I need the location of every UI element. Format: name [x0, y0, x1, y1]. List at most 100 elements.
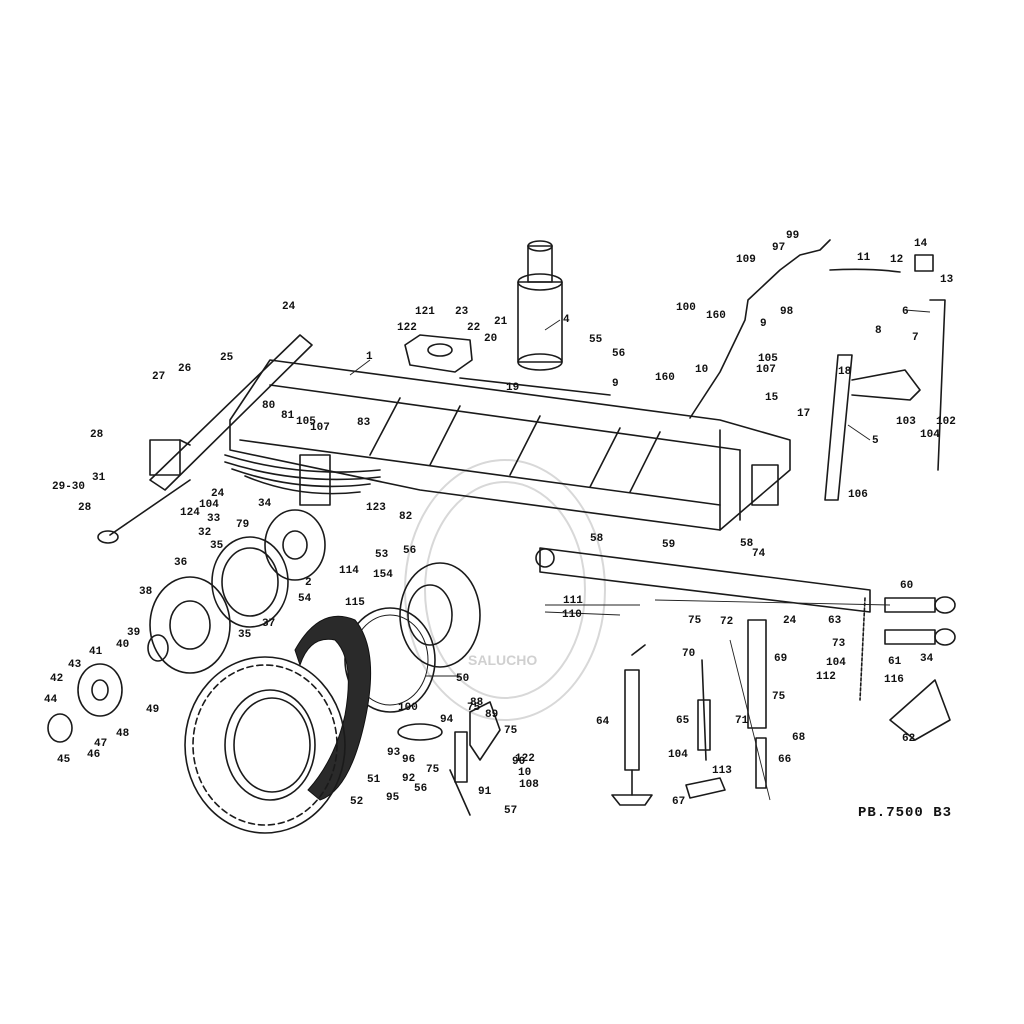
callout-115: 115	[345, 597, 365, 609]
callout-8: 8	[875, 325, 882, 337]
callout-116: 116	[884, 674, 904, 686]
callout-75c: 75	[467, 702, 481, 714]
callout-104a: 104	[920, 429, 940, 441]
callout-81: 81	[281, 410, 295, 422]
callout-104b: 104	[199, 499, 219, 511]
callout-102: 102	[936, 416, 956, 428]
callout-10b: 10	[518, 767, 531, 779]
callout-28a: 28	[90, 429, 104, 441]
callout-6: 6	[902, 306, 909, 318]
callout-105a: 105	[296, 416, 316, 428]
callout-27: 27	[152, 371, 165, 383]
callout-28b: 28	[78, 502, 92, 514]
callout-92: 92	[402, 773, 415, 785]
callout-105b: 105	[758, 353, 778, 365]
callout-98: 98	[780, 306, 794, 318]
inner-tube	[294, 615, 372, 801]
callout-32: 32	[198, 527, 211, 539]
callout-31: 31	[92, 472, 106, 484]
callout-112: 112	[816, 671, 836, 683]
callout-96: 96	[402, 754, 415, 766]
callout-10a: 10	[695, 364, 708, 376]
callout-114: 114	[339, 565, 359, 577]
callout-17: 17	[797, 408, 810, 420]
callout-51: 51	[367, 774, 381, 786]
callout-75b: 75	[772, 691, 786, 703]
callout-47: 47	[94, 738, 107, 750]
callout-75d: 75	[504, 725, 518, 737]
watermark-text: SALUCHO	[468, 652, 537, 668]
callout-48: 48	[116, 728, 130, 740]
callout-124: 124	[180, 507, 200, 519]
callout-80: 80	[262, 400, 275, 412]
callout-123: 123	[366, 502, 386, 514]
callout-67: 67	[672, 796, 685, 808]
callout-50: 50	[456, 673, 469, 685]
chassis-frame	[229, 359, 791, 531]
callout-14: 14	[914, 238, 928, 250]
callout-21: 21	[494, 316, 508, 328]
callout-106: 106	[848, 489, 868, 501]
callout-35a: 35	[210, 540, 224, 552]
callout-107a: 107	[310, 422, 330, 434]
callout-104c: 104	[826, 657, 846, 669]
callout-19: 19	[506, 382, 519, 394]
callout-53: 53	[375, 549, 389, 561]
callout-9a: 9	[612, 378, 619, 390]
callout-56a: 56	[612, 348, 625, 360]
brake-lever	[397, 701, 501, 816]
callout-34a: 34	[258, 498, 272, 510]
callout-45: 45	[57, 754, 71, 766]
callout-90: 90	[512, 756, 525, 768]
callout-107b: 107	[756, 364, 776, 376]
callout-24a: 24	[282, 301, 296, 313]
callout-82: 82	[399, 511, 412, 523]
leader-lines	[349, 309, 931, 801]
callout-89: 89	[485, 709, 498, 721]
tyre	[184, 656, 346, 834]
callout-160a: 160	[706, 310, 726, 322]
callout-97: 97	[772, 242, 785, 254]
callout-44: 44	[44, 694, 58, 706]
callout-46: 46	[87, 749, 100, 761]
callout-34b: 34	[920, 653, 934, 665]
callout-73: 73	[832, 638, 846, 650]
callout-93: 93	[387, 747, 401, 759]
callout-29-30: 29-30	[52, 481, 85, 493]
callout-22: 22	[467, 322, 480, 334]
support-leg-69	[747, 619, 767, 789]
hose-11	[829, 268, 901, 273]
cylinder-bracket	[404, 334, 473, 373]
callout-68: 68	[792, 732, 806, 744]
callout-40: 40	[116, 639, 129, 651]
callout-11: 11	[857, 252, 871, 264]
callout-49: 49	[146, 704, 159, 716]
callout-4: 4	[563, 314, 570, 326]
callout-37: 37	[262, 618, 275, 630]
callout-52: 52	[350, 796, 363, 808]
callout-65: 65	[676, 715, 690, 727]
drawbar-arm	[824, 299, 946, 501]
callout-79: 79	[236, 519, 249, 531]
callout-24b: 24	[211, 488, 225, 500]
callout-72: 72	[720, 616, 733, 628]
callout-69: 69	[774, 653, 787, 665]
callout-labels: 1 2 4 5 6 7 8 9 9 10 10 11 12 13 14 15 1…	[44, 230, 956, 817]
callout-113: 113	[712, 765, 732, 777]
callout-26: 26	[178, 363, 191, 375]
callout-74: 74	[752, 548, 766, 560]
callout-109: 109	[736, 254, 756, 266]
callout-110: 110	[562, 609, 582, 621]
callout-54: 54	[298, 593, 312, 605]
safety-chain	[859, 597, 866, 701]
callout-9b: 9	[760, 318, 767, 330]
callout-1: 1	[366, 351, 373, 363]
callout-23: 23	[455, 306, 469, 318]
callout-56b: 56	[403, 545, 416, 557]
hydraulic-cylinder	[517, 240, 563, 371]
callout-38: 38	[139, 586, 153, 598]
callout-25: 25	[220, 352, 234, 364]
callout-42: 42	[50, 673, 63, 685]
front-axle	[97, 334, 313, 544]
